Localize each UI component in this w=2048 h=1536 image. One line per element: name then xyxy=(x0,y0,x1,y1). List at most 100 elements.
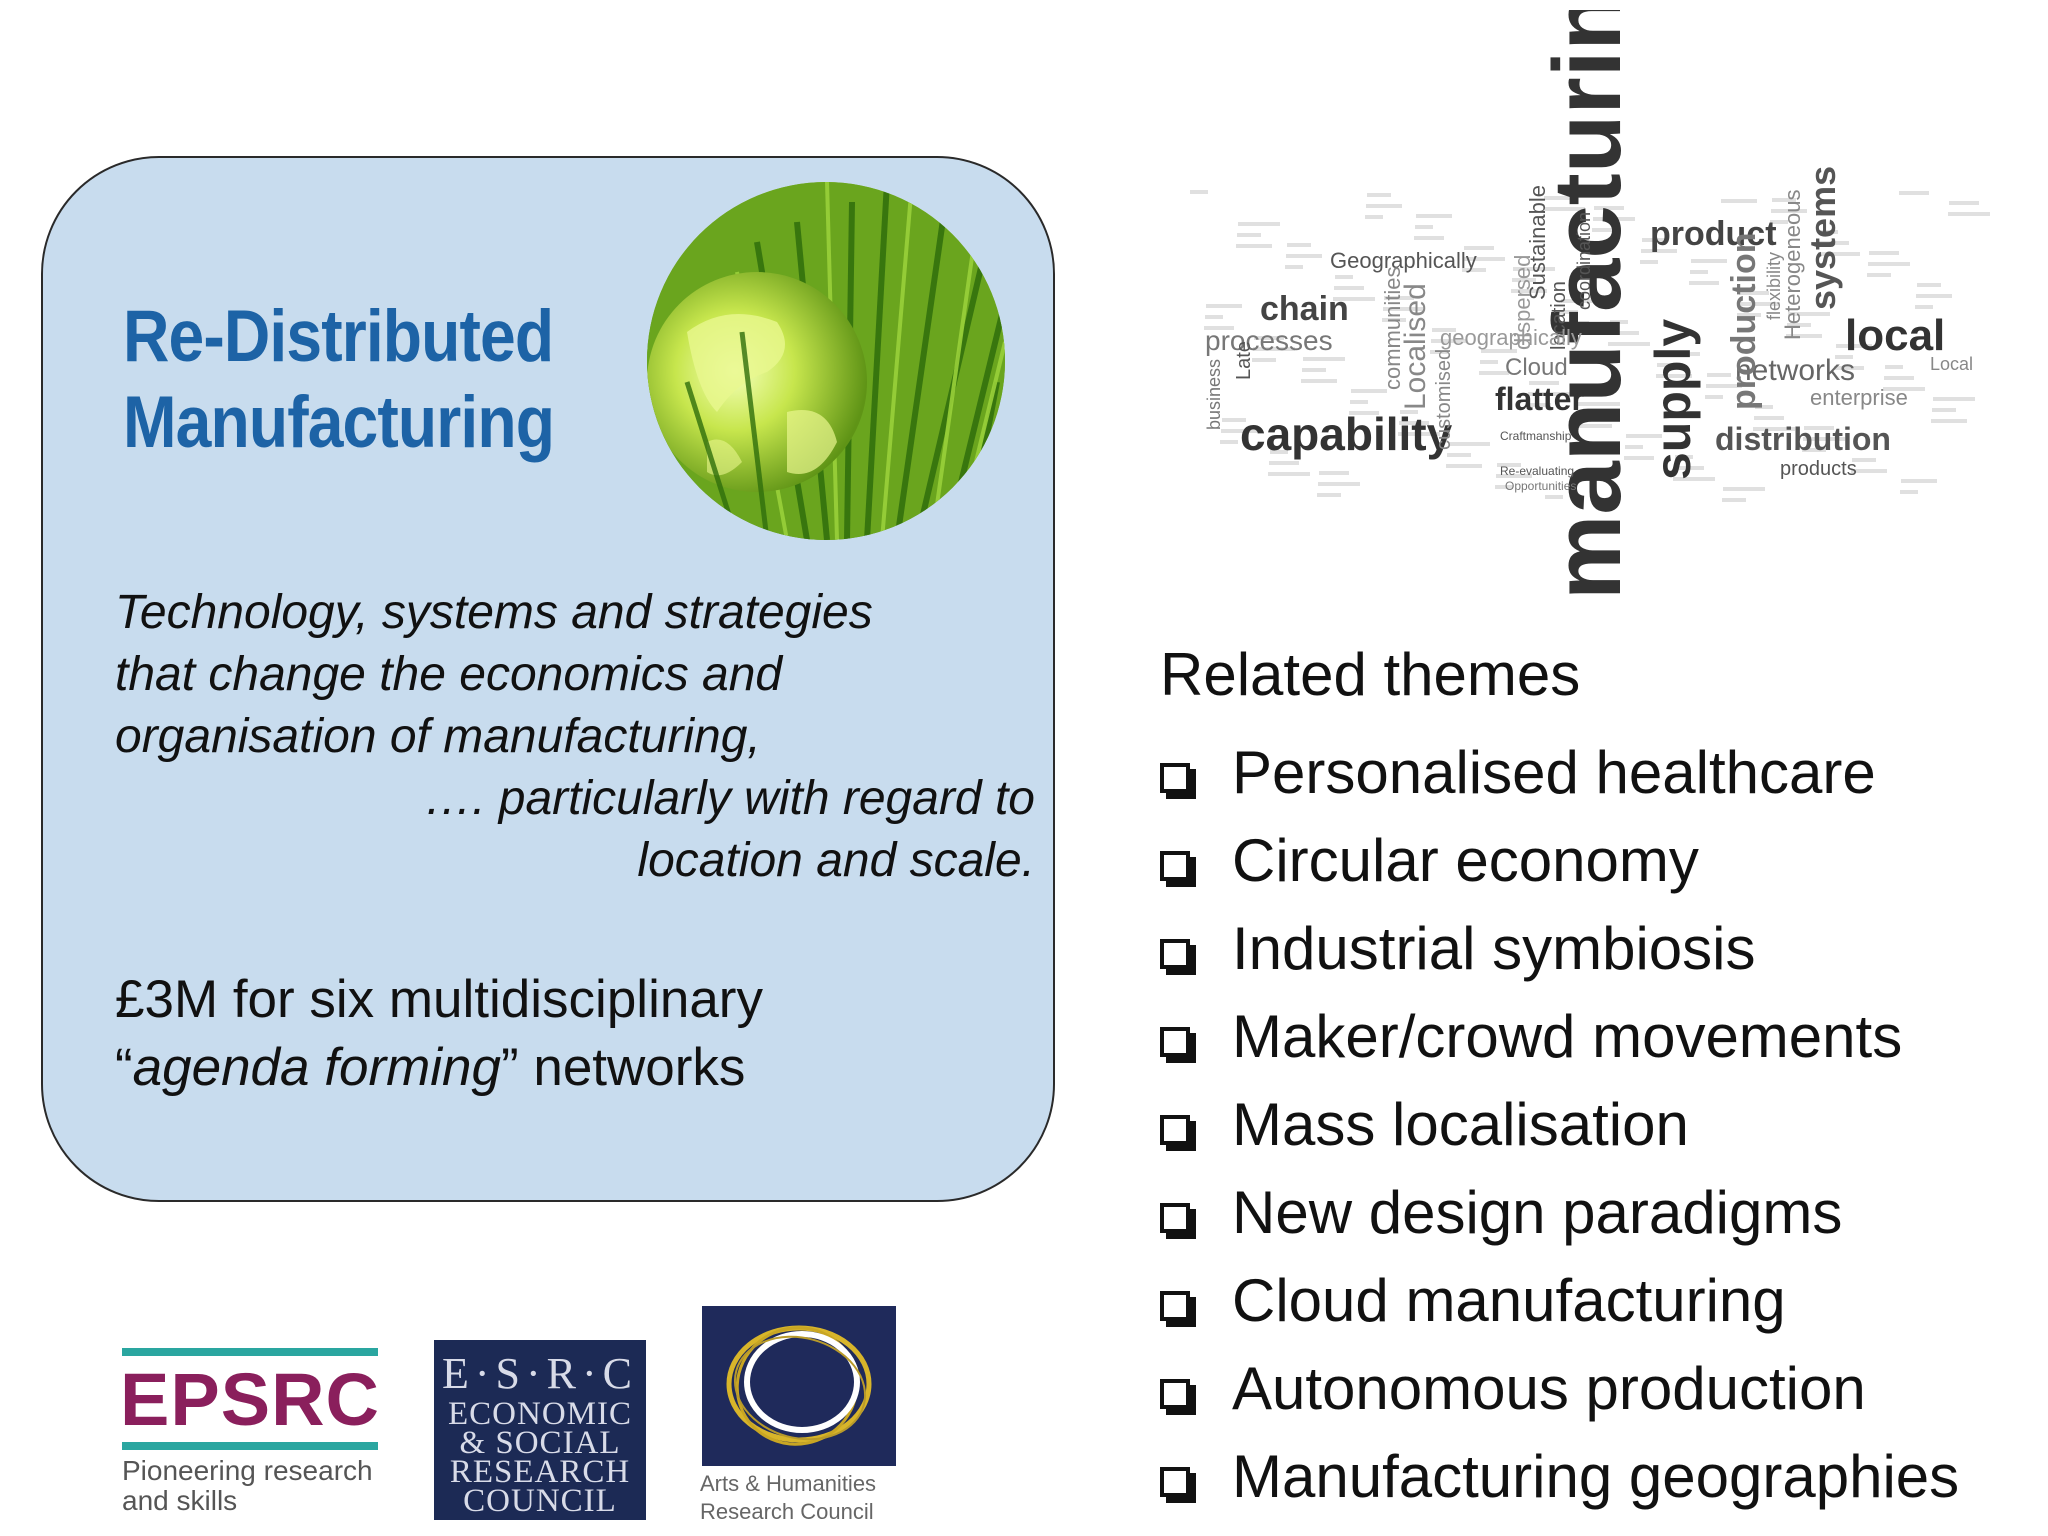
word-cloud-term: capability xyxy=(1240,408,1453,460)
word-cloud-filler xyxy=(1351,389,1387,393)
word-cloud-filler xyxy=(1770,220,1788,224)
theme-item: Cloud manufacturing xyxy=(1160,1256,1959,1344)
checkbox-bullet-icon xyxy=(1160,1291,1190,1321)
esrc-logo: E·S·R·C ECONOMIC & SOCIAL RESEARCH COUNC… xyxy=(434,1340,646,1520)
word-cloud-filler xyxy=(1608,342,1650,346)
word-cloud-filler xyxy=(1626,434,1662,438)
word-cloud-term: product xyxy=(1650,215,1777,253)
word-cloud-filler xyxy=(1690,270,1708,274)
word-cloud-filler xyxy=(1301,379,1337,383)
word-cloud-term: Craftmanship xyxy=(1500,429,1572,443)
word-cloud-filler xyxy=(1804,426,1834,430)
funding-statement: £3M for six multidisciplinary “agenda fo… xyxy=(115,966,763,1102)
word-cloud-filler xyxy=(1238,222,1280,226)
word-cloud-filler xyxy=(1706,384,1742,388)
word-cloud-filler xyxy=(1511,289,1547,293)
word-cloud-filler xyxy=(1270,450,1288,454)
description-line-4: …. particularly with regard to xyxy=(424,772,1035,825)
word-cloud-filler xyxy=(1771,209,1807,213)
word-cloud-filler xyxy=(1303,357,1345,361)
word-cloud-term: Geographically xyxy=(1330,248,1477,273)
theme-label: Circular economy xyxy=(1232,826,1699,894)
word-cloud-filler xyxy=(1559,321,1589,325)
word-cloud-filler xyxy=(1933,397,1975,401)
word-cloud-filler xyxy=(1399,421,1429,425)
info-panel: Re-Distributed Manufacturing xyxy=(41,156,1055,1202)
word-cloud-filler xyxy=(1446,464,1482,468)
word-cloud-filler xyxy=(1430,350,1448,354)
esrc-line-2: ECONOMIC xyxy=(447,1396,632,1432)
word-cloud-term: Heterogeneous xyxy=(1780,190,1805,340)
funding-line-1: £3M for six multidisciplinary xyxy=(115,970,763,1029)
word-cloud-filler xyxy=(1285,265,1303,269)
word-cloud-filler xyxy=(1400,410,1418,414)
word-cloud-filler xyxy=(1529,381,1559,385)
word-cloud-filler xyxy=(1221,429,1257,433)
word-cloud-filler xyxy=(1642,238,1666,242)
word-cloud-filler xyxy=(1772,198,1796,202)
word-cloud-filler xyxy=(1755,405,1773,409)
word-cloud-filler xyxy=(1900,490,1918,494)
word-cloud-filler xyxy=(1610,320,1628,324)
word-cloud-filler xyxy=(1415,225,1433,229)
word-cloud-term: supply xyxy=(1645,319,1701,480)
related-themes-list: Personalised healthcare Circular economy… xyxy=(1160,728,1959,1520)
word-cloud-filler xyxy=(1689,281,1719,285)
word-cloud-filler xyxy=(1576,424,1612,428)
word-cloud-term: dispersed xyxy=(1510,255,1535,350)
word-cloud-filler xyxy=(1787,323,1811,327)
word-cloud-filler xyxy=(1269,461,1299,465)
word-cloud-term: Sustainable xyxy=(1525,185,1550,300)
word-cloud-filler xyxy=(1931,419,1967,423)
checkbox-bullet-icon xyxy=(1160,1203,1190,1233)
word-cloud-filler xyxy=(1577,413,1601,417)
description-line-3: organisation of manufacturing, xyxy=(115,710,761,763)
word-cloud-filler xyxy=(1915,305,1933,309)
word-cloud-filler xyxy=(1350,400,1368,404)
word-cloud-filler xyxy=(1594,206,1624,210)
word-cloud-filler xyxy=(1448,442,1490,446)
epsrc-wordmark: EPSRC xyxy=(120,1358,380,1441)
ahrc-logo: Arts & Humanities Research Council xyxy=(700,1306,900,1526)
checkbox-bullet-icon xyxy=(1160,1379,1190,1409)
word-cloud-filler xyxy=(1788,312,1830,316)
word-cloud-term: location xyxy=(1548,281,1570,350)
funding-quote-open: “ xyxy=(115,1038,133,1097)
description-line-1: Technology, systems and strategies xyxy=(115,586,873,639)
word-cloud-filler xyxy=(1753,427,1795,431)
theme-label: Industrial symbiosis xyxy=(1232,914,1756,982)
word-cloud-filler xyxy=(1675,455,1693,459)
word-cloud-term: Opportunities xyxy=(1505,479,1576,493)
ahrc-emblem xyxy=(702,1306,896,1466)
word-cloud-filler xyxy=(1592,228,1616,232)
theme-item: Autonomous production xyxy=(1160,1344,1959,1432)
word-cloud-term: Late xyxy=(1233,341,1255,380)
word-cloud-filler xyxy=(1349,411,1379,415)
funding-rest: ” networks xyxy=(500,1038,746,1097)
theme-label: Cloud manufacturing xyxy=(1232,1266,1786,1334)
word-cloud-filler xyxy=(1691,259,1727,263)
word-cloud-filler xyxy=(1722,498,1746,502)
word-cloud-filler xyxy=(1803,437,1845,441)
word-cloud-filler xyxy=(1237,233,1261,237)
word-cloud-filler xyxy=(1206,304,1242,308)
theme-item: Manufacturing geographies xyxy=(1160,1432,1959,1520)
word-cloud-term: manufacturing xyxy=(1534,10,1641,600)
checkbox-bullet-icon xyxy=(1160,1467,1190,1497)
word-cloud-filler xyxy=(1674,466,1704,470)
esrc-line-4: RESEARCH xyxy=(449,1454,631,1490)
theme-item: Maker/crowd movements xyxy=(1160,992,1959,1080)
word-cloud-filler xyxy=(1561,299,1597,303)
theme-item: New design paradigms xyxy=(1160,1168,1959,1256)
word-cloud-filler xyxy=(1367,193,1391,197)
word-cloud-filler xyxy=(1220,440,1238,444)
word-cloud-filler xyxy=(1593,217,1635,221)
word-cloud-filler xyxy=(1818,252,1860,256)
word-cloud-filler xyxy=(1901,479,1937,483)
word-cloud-filler xyxy=(1382,318,1406,322)
word-cloud-term: enterprise xyxy=(1810,385,1908,410)
word-cloud-filler xyxy=(1528,392,1570,396)
word-cloud-filler xyxy=(1384,296,1414,300)
word-cloud-filler xyxy=(1253,347,1295,351)
word-cloud-filler xyxy=(1917,283,1941,287)
